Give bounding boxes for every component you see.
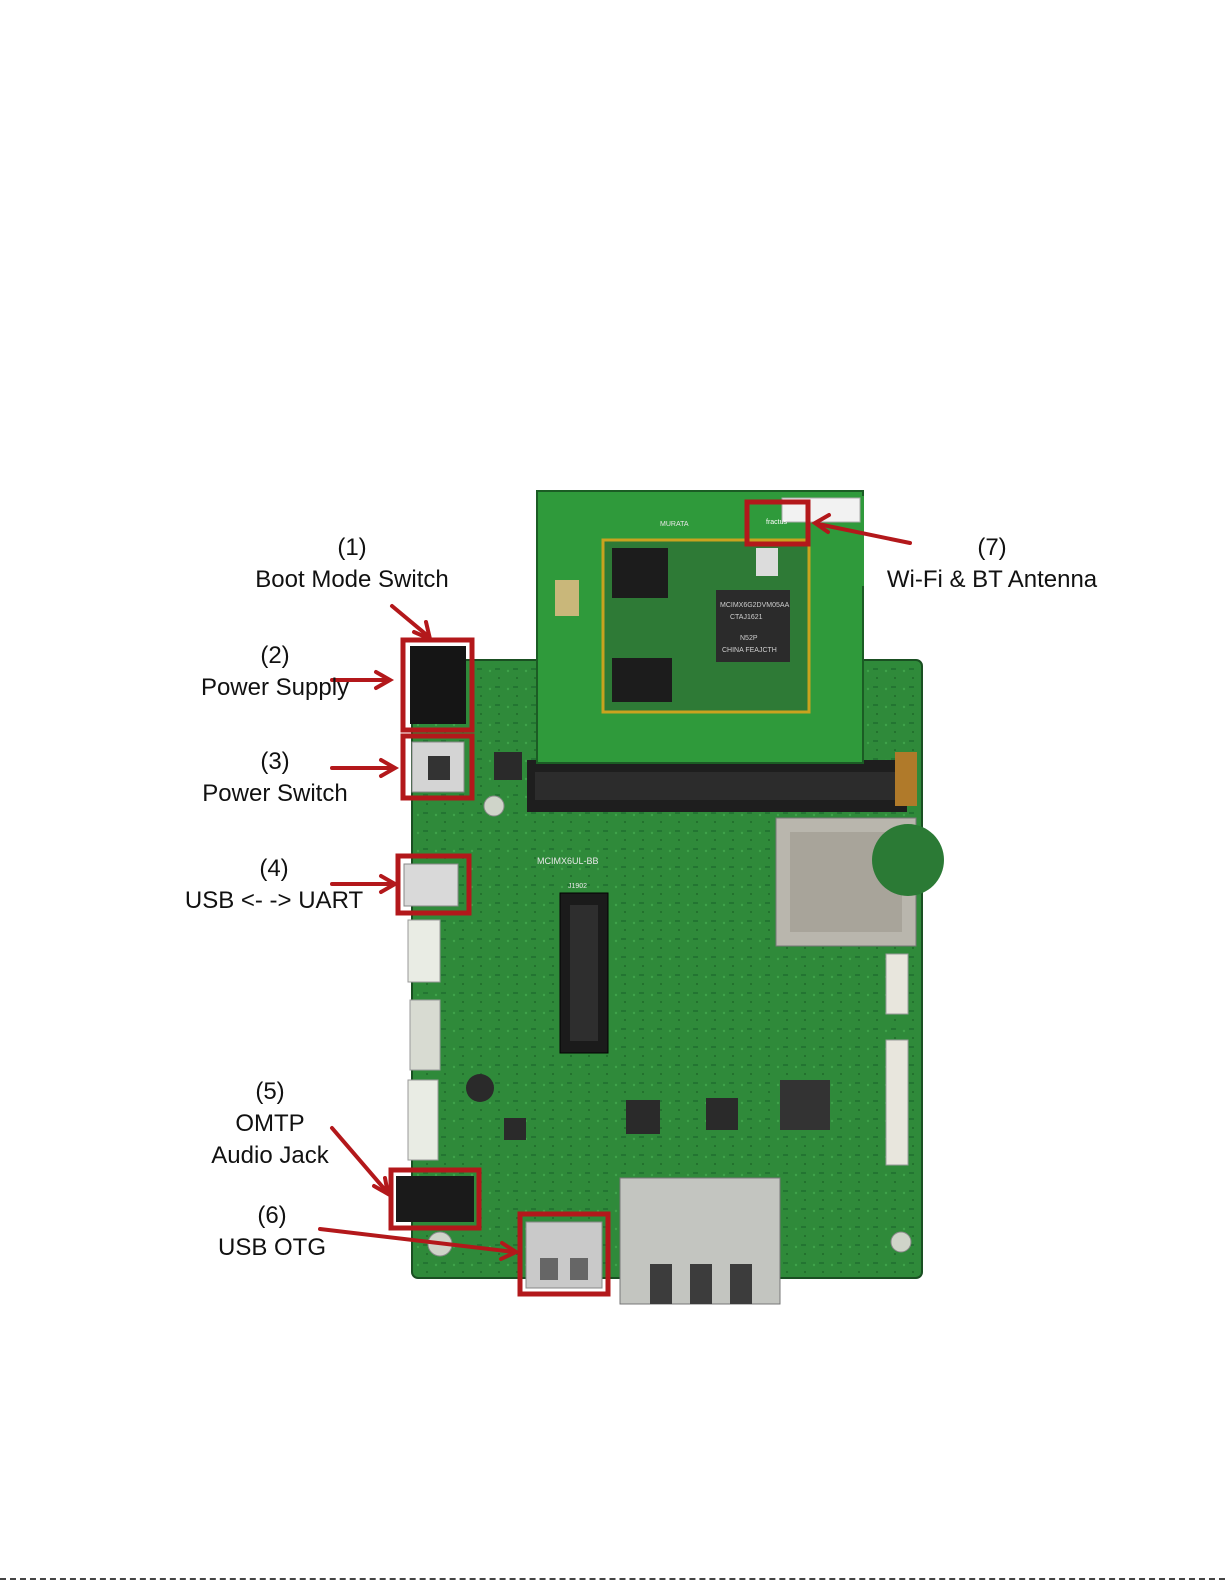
- chip: [504, 1118, 526, 1140]
- label-text: Audio Jack: [190, 1140, 350, 1172]
- label-text: USB OTG: [200, 1232, 344, 1264]
- label-text: Boot Mode Switch: [240, 564, 464, 596]
- header-marking: J1902: [568, 883, 587, 890]
- label-text: Wi-Fi & BT Antenna: [872, 564, 1112, 596]
- label-power-supply: (2) Power Supply: [180, 640, 370, 704]
- chip: [780, 1080, 830, 1130]
- cpu-marking-3: N52P: [740, 635, 758, 642]
- label-text: Power Supply: [180, 672, 370, 704]
- label-number: (3): [180, 746, 370, 778]
- cpu-marking-2: CTAJ1621: [730, 614, 763, 621]
- label-number: (5): [190, 1076, 350, 1108]
- chip: [494, 752, 522, 780]
- cpu-marking-1: MCIMX6G2DVM05AA: [720, 602, 790, 609]
- label-power-switch: (3) Power Switch: [180, 746, 370, 810]
- label-text: Power Switch: [180, 778, 370, 810]
- baseboard-marking: MCIMX6UL-BB: [537, 856, 599, 866]
- label-text: OMTP: [190, 1108, 350, 1140]
- chip: [706, 1098, 738, 1130]
- header-connector: [560, 893, 608, 1053]
- label-number: (7): [872, 532, 1112, 564]
- label-number: (1): [240, 532, 464, 564]
- page-footer-rule: [0, 1578, 1225, 1580]
- buzzer: [466, 1074, 494, 1102]
- lcd-connector: [886, 1040, 908, 1165]
- cpu-marking-4: CHINA FEAJCTH: [722, 647, 777, 654]
- compute-module: [537, 491, 864, 763]
- label-antenna: (7) Wi-Fi & BT Antenna: [872, 532, 1112, 596]
- antenna-tag: fractus: [766, 519, 788, 526]
- label-audio-jack: (5) OMTP Audio Jack: [190, 1076, 350, 1172]
- audio-jack-part: [396, 1176, 474, 1222]
- label-usb-otg: (6) USB OTG: [200, 1200, 344, 1264]
- ethernet-jack: [620, 1178, 780, 1304]
- label-number: (6): [200, 1200, 344, 1232]
- chip: [626, 1100, 660, 1134]
- module-marking: MURATA: [660, 521, 689, 528]
- label-number: (2): [180, 640, 370, 672]
- label-boot-mode: (1) Boot Mode Switch: [240, 532, 464, 596]
- usb-a-port: [526, 1222, 602, 1288]
- label-number: (4): [172, 853, 376, 885]
- label-usb-uart: (4) USB <- -> UART: [172, 853, 376, 917]
- micro-usb-port: [404, 864, 458, 906]
- power-jack: [410, 646, 466, 724]
- fpc-connector: [886, 954, 908, 1014]
- arrow-boot: [392, 606, 428, 636]
- label-text: USB <- -> UART: [172, 885, 376, 917]
